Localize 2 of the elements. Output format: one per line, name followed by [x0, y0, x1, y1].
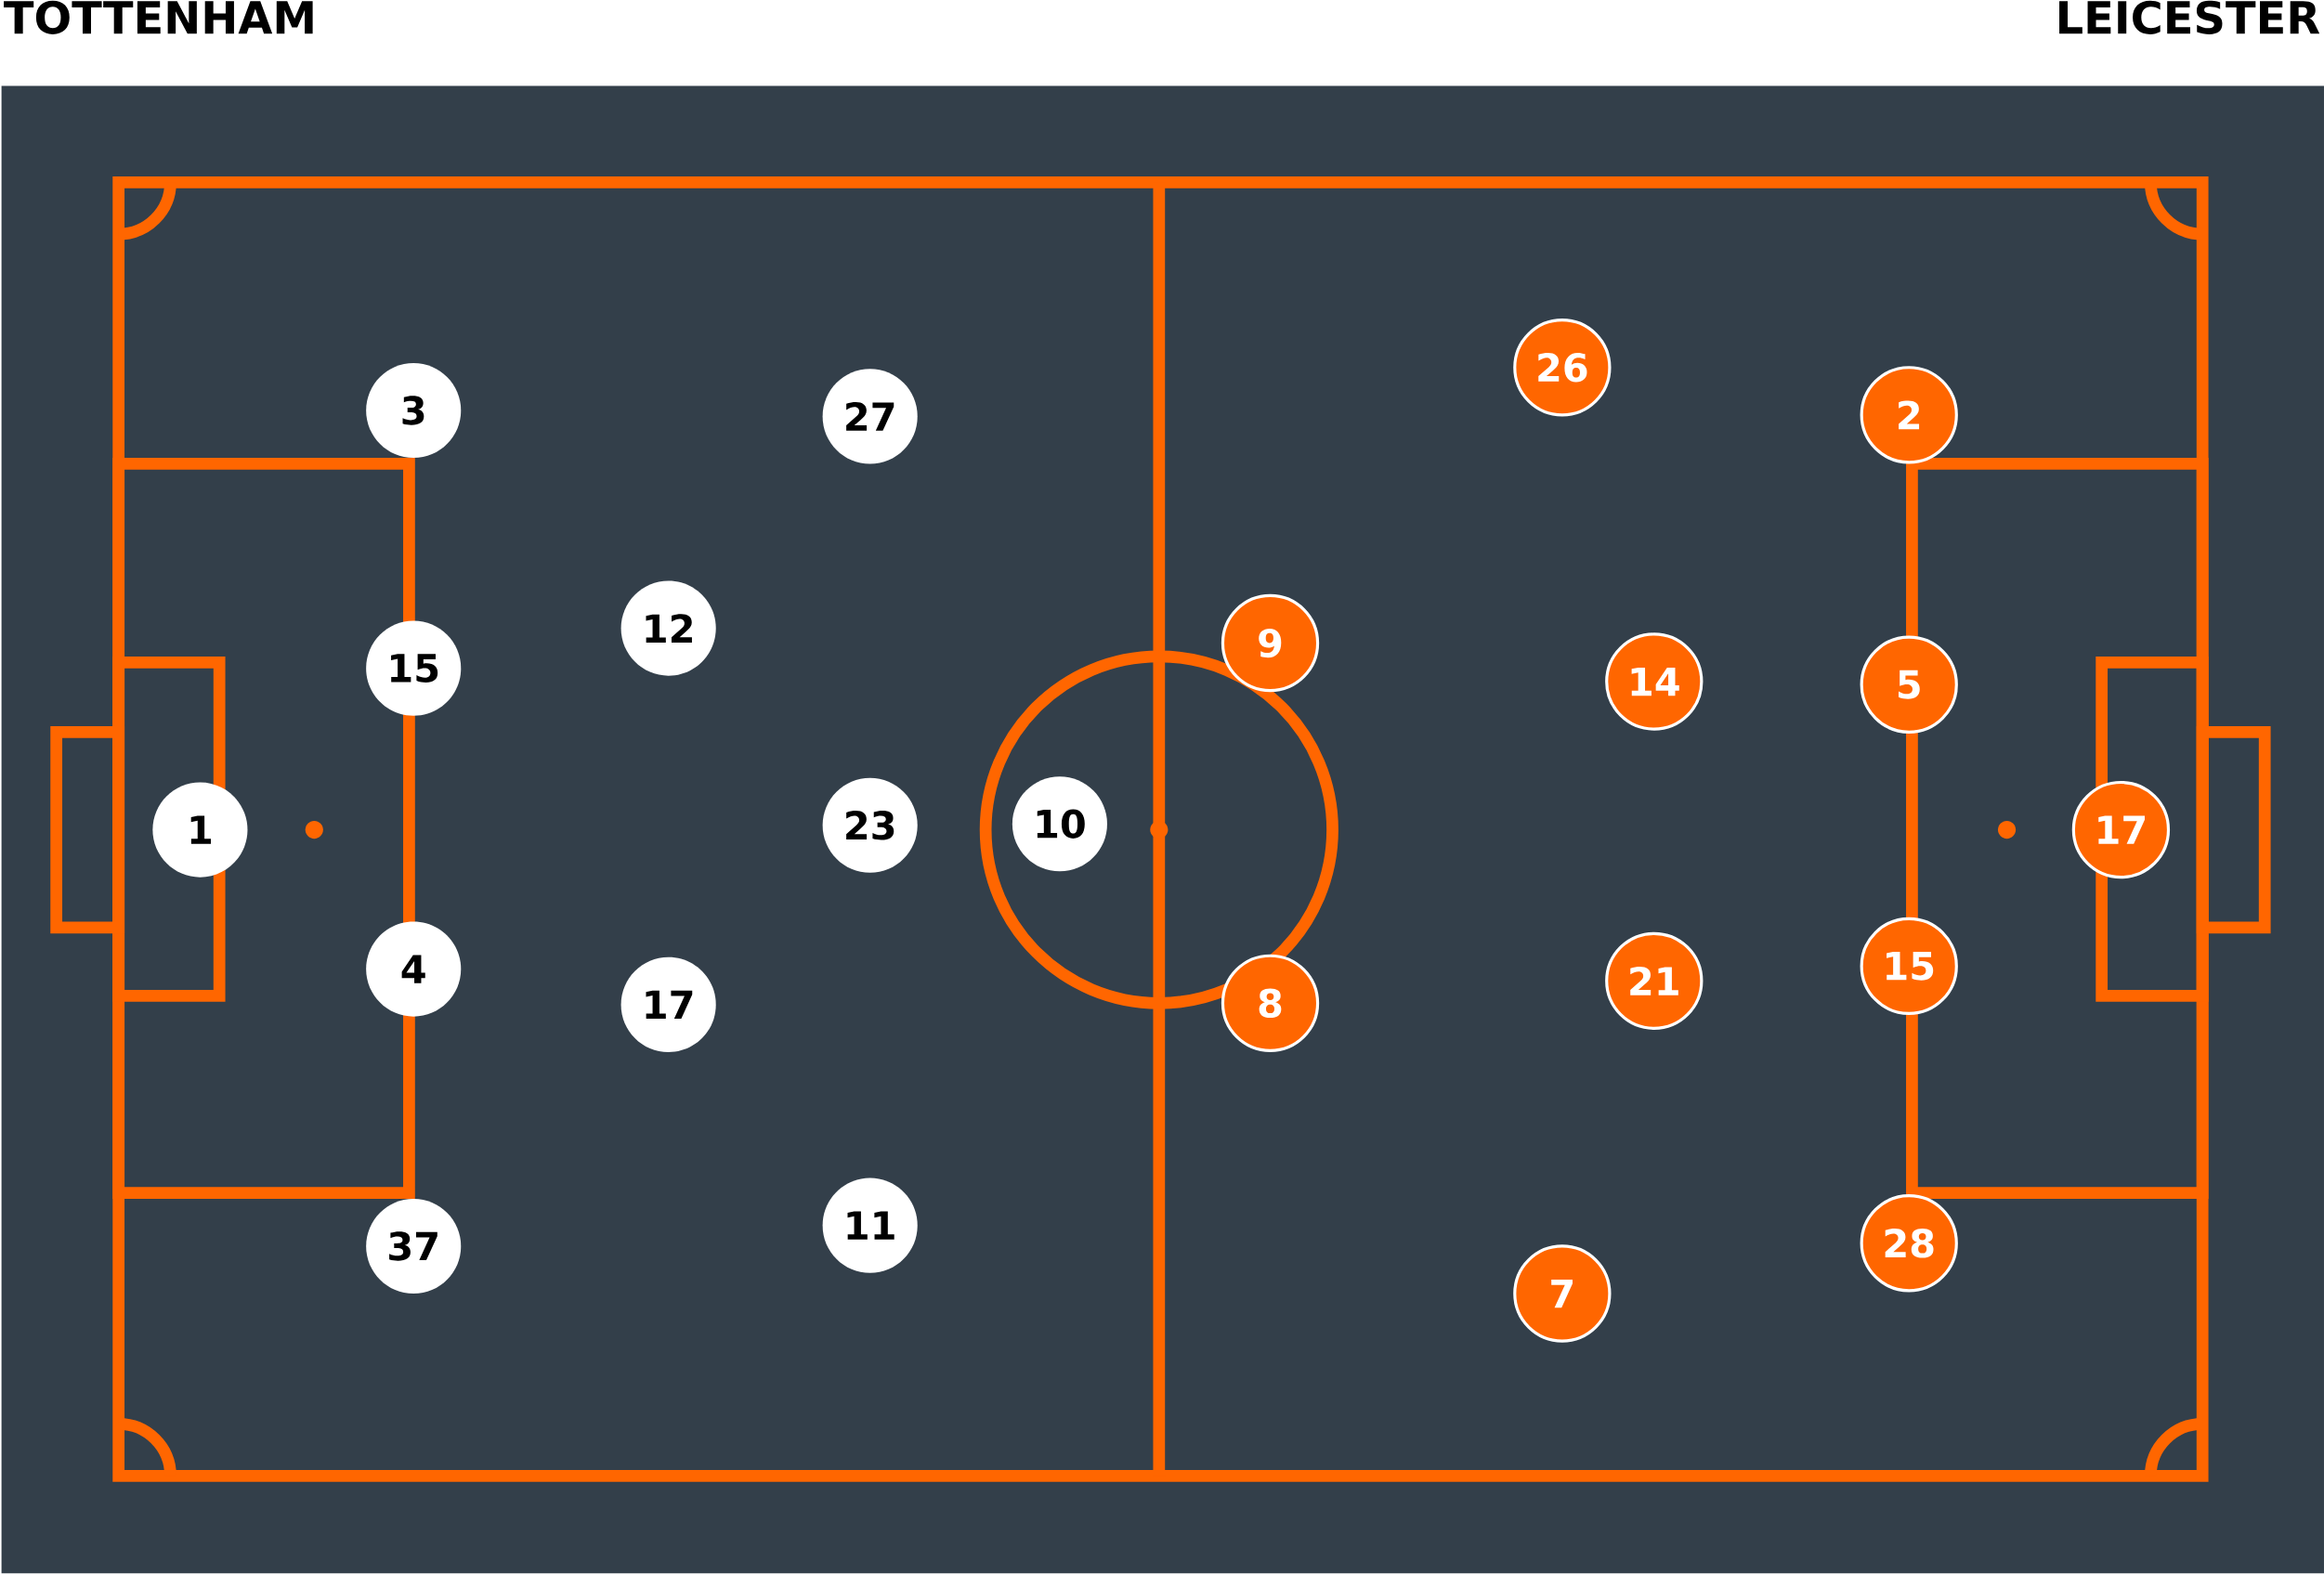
team-name: TOTTENHAM: [4, 0, 313, 35]
team-name: LEICESTER: [2059, 0, 2320, 35]
